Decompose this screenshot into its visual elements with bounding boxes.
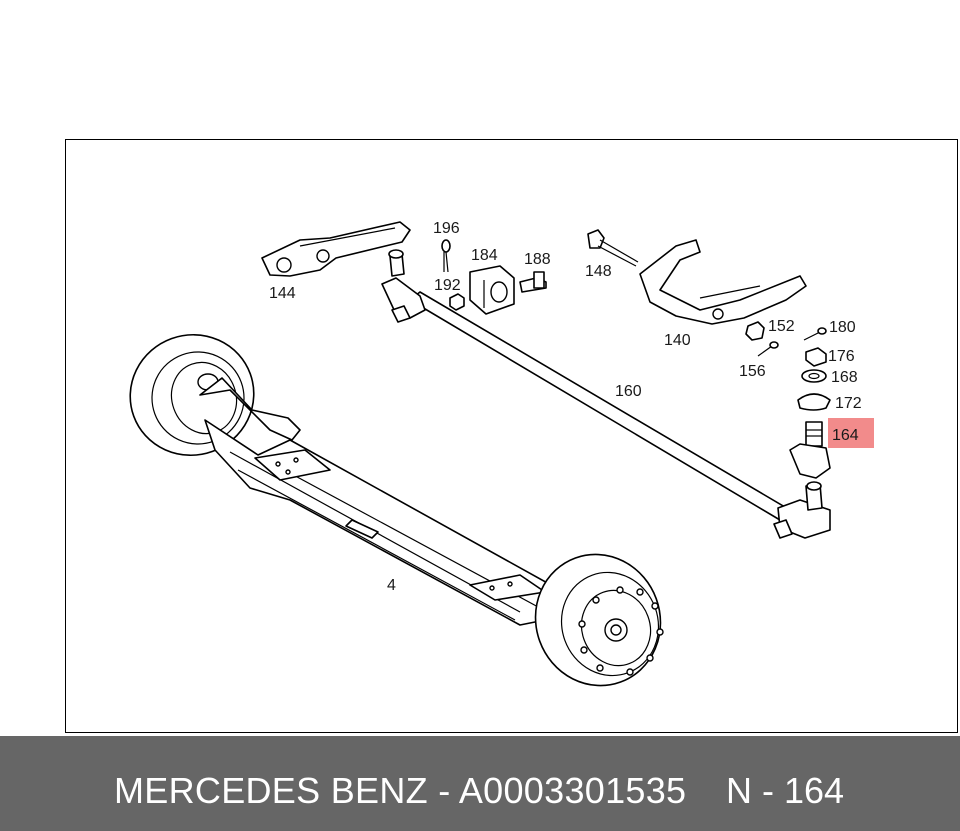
nut-192: [449, 293, 465, 311]
label-156: 156: [739, 363, 766, 380]
washer-168: [801, 369, 827, 383]
split-pin-196: [441, 239, 451, 273]
label-4: 4: [387, 577, 396, 594]
tie-rod: [381, 249, 831, 539]
bolt-148: [587, 229, 639, 267]
footer-bar: [0, 736, 960, 831]
parts-diagram: 144 196 184 188 192 148 140 152 180 176 …: [129, 220, 874, 687]
label-172: 172: [835, 395, 862, 412]
bolt-188: [519, 271, 547, 293]
callout-labels: 144 196 184 188 192 148 140 152 180 176 …: [269, 220, 874, 594]
front-axle-beam: [129, 333, 664, 687]
clamp-184: [469, 265, 515, 315]
split-pin-156: [757, 341, 779, 357]
split-pin-180: [803, 327, 827, 341]
idler-arm: [639, 239, 807, 341]
ball-joint-164: [789, 421, 831, 479]
part-number-title: MERCEDES BENZ - A0003301535: [114, 770, 687, 811]
label-168: 168: [831, 369, 858, 386]
label-140: 140: [664, 332, 691, 349]
diagram-reference: N - 164: [726, 770, 845, 811]
label-188: 188: [524, 251, 551, 268]
label-148: 148: [585, 263, 612, 280]
label-184: 184: [471, 247, 498, 264]
label-164: 164: [832, 427, 859, 444]
label-176: 176: [828, 348, 855, 365]
pitman-arm: [261, 221, 411, 277]
highlight-164: [828, 418, 874, 448]
label-196: 196: [433, 220, 460, 237]
label-180: 180: [829, 319, 856, 336]
label-152: 152: [768, 318, 795, 335]
castle-nut-176: [805, 347, 827, 367]
seal-172: [797, 393, 831, 411]
label-192: 192: [434, 277, 461, 294]
label-144: 144: [269, 285, 296, 302]
label-160: 160: [615, 383, 642, 400]
